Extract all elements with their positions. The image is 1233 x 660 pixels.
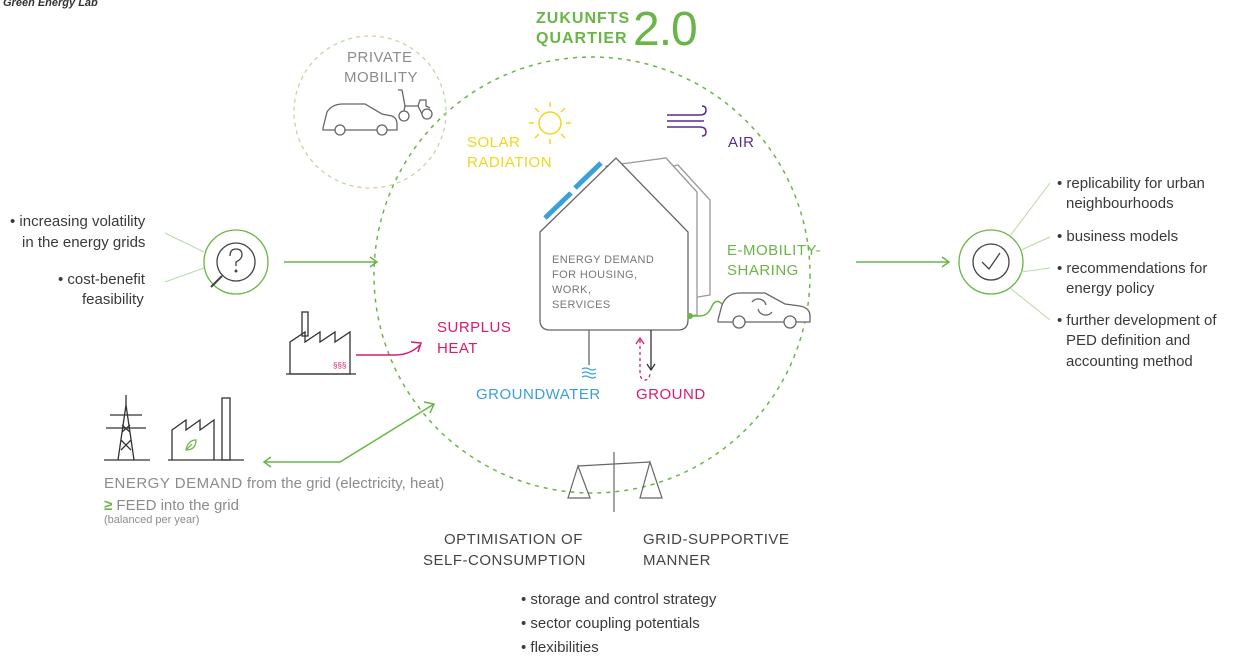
grid-demand-text: ENERGY DEMAND from the grid (electricity… (104, 475, 444, 492)
house-label-3: WORK, (552, 284, 592, 296)
wind-icon (667, 105, 707, 137)
solar-label-2: RADIATION (467, 154, 553, 171)
air-label: AIR (728, 134, 755, 151)
title-zukunfts: ZUKUNFTS (536, 10, 631, 27)
grid-demand-rest: from the grid (electricity, heat) (242, 475, 445, 492)
water-icon (581, 367, 597, 379)
title-version: 2.0 (633, 3, 698, 56)
balance-left-2: SELF-CONSUMPTION (423, 552, 587, 569)
feed-symbol: ≥ (104, 497, 113, 514)
balance-right-1: GRID-SUPPORTIVE (643, 531, 790, 548)
ground-label: GROUND (636, 386, 706, 403)
challenge-item-2a: • cost-benefit (58, 271, 145, 288)
private-mobility-circle (293, 35, 447, 189)
private-mobility-label-1: PRIVATE (347, 49, 413, 66)
surplus-heat-label-1: SURPLUS (437, 319, 512, 336)
quartier-circle (373, 56, 811, 494)
outcome-item-4c: accounting method (1066, 353, 1193, 370)
emobility-label-2: SHARING (727, 262, 799, 279)
green-factory-icon (168, 397, 244, 461)
strategy-item-3: • flexibilities (521, 639, 599, 656)
checkmark-magnifier-icon (958, 229, 1024, 295)
power-pylon-icon (104, 395, 150, 461)
balance-right-2: MANNER (643, 552, 712, 569)
outcome-item-1a: • replicability for urban (1057, 175, 1205, 192)
grid-feed-rest: FEED into the grid (112, 497, 239, 514)
brand-label: Green Energy Lab (3, 0, 98, 9)
svg-text:§§§: §§§ (333, 361, 346, 370)
outcome-item-1b: neighbourhoods (1066, 195, 1174, 212)
outcome-item-2: • business models (1057, 228, 1179, 245)
outcome-item-3b: energy policy (1066, 280, 1155, 297)
private-mobility-label-2: MOBILITY (344, 69, 419, 86)
challenge-item-2b: feasibility (82, 291, 144, 308)
grid-feed-text: ≥ FEED into the grid (104, 497, 239, 514)
surplus-heat-label-2: HEAT (437, 340, 478, 357)
house-label-4: SERVICES (552, 299, 611, 311)
electric-car-icon (717, 292, 811, 329)
solar-label-1: SOLAR (467, 134, 521, 151)
groundwater-label: GROUNDWATER (476, 386, 601, 403)
strategy-item-1: • storage and control strategy (521, 591, 717, 608)
scooter-icon (398, 89, 433, 122)
title-quartier: QUARTIER (536, 30, 628, 47)
sun-icon (529, 102, 571, 144)
factory-icon (286, 311, 356, 375)
outcome-item-4b: PED definition and (1066, 332, 1191, 349)
emobility-label-1: E-MOBILITY- (727, 242, 822, 259)
house-label-1: ENERGY DEMAND (552, 254, 655, 266)
house-label-2: FOR HOUSING, (552, 269, 638, 281)
grid-balance-note: (balanced per year) (104, 514, 200, 526)
car-icon (322, 103, 398, 136)
solar-panel (573, 161, 603, 190)
challenge-item-1b: in the energy grids (22, 234, 146, 251)
outcome-item-4a: • further development of (1057, 312, 1217, 329)
solar-panel (543, 191, 573, 220)
balance-left-1: OPTIMISATION OF (444, 531, 583, 548)
balance-scale-icon (567, 452, 663, 512)
challenge-item-1a: • increasing volatility (10, 213, 146, 230)
outcome-item-3a: • recommendations for (1057, 260, 1208, 277)
question-magnifier-icon (203, 229, 269, 295)
strategy-item-2: • sector coupling potentials (521, 615, 700, 632)
grid-demand-strong: ENERGY DEMAND (104, 475, 243, 492)
ground-loop (639, 340, 651, 381)
house-icon (539, 157, 711, 331)
